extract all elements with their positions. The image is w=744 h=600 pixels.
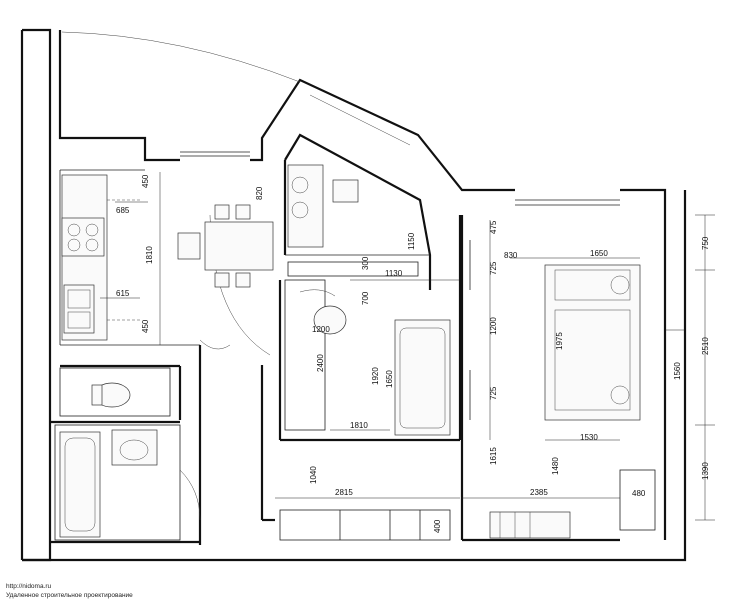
kitchen-sink-icon (63, 284, 95, 334)
dim-room-475: 475 (489, 220, 498, 234)
stove-icon (61, 217, 105, 257)
dim-bottom-1040: 1040 (309, 466, 318, 484)
dining-furniture (177, 204, 274, 356)
dim-kitchen-counter: 685 (116, 206, 130, 215)
credit-site[interactable]: http://nidoma.ru (6, 583, 52, 590)
dim-room-1975: 1975 (555, 332, 564, 350)
bathtub-icon (59, 431, 101, 538)
dining-table-icon (204, 221, 274, 271)
dim-right-2510: 2510 (701, 337, 710, 355)
kitchen-furniture (61, 174, 140, 341)
dim-kitchen-length: 1810 (145, 246, 154, 264)
dim-room-2385: 2385 (530, 488, 548, 497)
dim-kitchen-bottom: 450 (141, 319, 150, 333)
dim-hall-1650: 1650 (385, 370, 394, 388)
dim-room-725-top: 725 (489, 261, 498, 275)
dim-hall-1920: 1920 (371, 367, 380, 385)
outer-walls (20, 28, 687, 562)
dim-room-1480: 1480 (551, 457, 560, 475)
dim-kitchen-top: 450 (141, 174, 150, 188)
armchair-icon (394, 319, 451, 436)
dim-bedroom-left: 1150 (407, 232, 416, 250)
dim-bottom-400: 400 (433, 519, 442, 533)
dim-room-725-bottom: 725 (489, 386, 498, 400)
dim-right-1560: 1560 (673, 362, 682, 380)
dim-hall-2400: 2400 (316, 354, 325, 372)
dim-room-830: 830 (504, 251, 518, 260)
bathroom-fixtures (59, 382, 201, 538)
dim-dining-width: 820 (255, 186, 264, 200)
bedroom-furniture (287, 164, 451, 436)
dimension-labels: 450 685 1810 615 450 820 1150 300 1130 7… (116, 174, 710, 533)
dimension-lines (100, 172, 715, 521)
dim-bottom-2815: 2815 (335, 488, 353, 497)
internal-walls (50, 133, 656, 545)
dim-room-1530: 1530 (580, 433, 598, 442)
dim-right-1390: 1390 (701, 462, 710, 480)
wash-basin-icon (111, 429, 158, 466)
dim-hall-1810: 1810 (350, 421, 368, 430)
dim-kitchen-sink: 615 (116, 289, 130, 298)
dim-hall-700: 700 (361, 291, 370, 305)
dim-right-750: 750 (701, 236, 710, 250)
dim-room-1200: 1200 (489, 317, 498, 335)
dim-hall-1200: 1200 (312, 325, 330, 334)
living-room-furniture (489, 264, 641, 539)
dim-room-1615: 1615 (489, 447, 498, 465)
dim-room-1650: 1650 (590, 249, 608, 258)
bed-icon (544, 264, 641, 421)
dim-hall-300: 300 (361, 256, 370, 270)
credit-tagline: Удаленное строительное проектирование (6, 592, 133, 599)
dim-room-480: 480 (632, 489, 646, 498)
dim-hall-1130: 1130 (385, 269, 403, 278)
